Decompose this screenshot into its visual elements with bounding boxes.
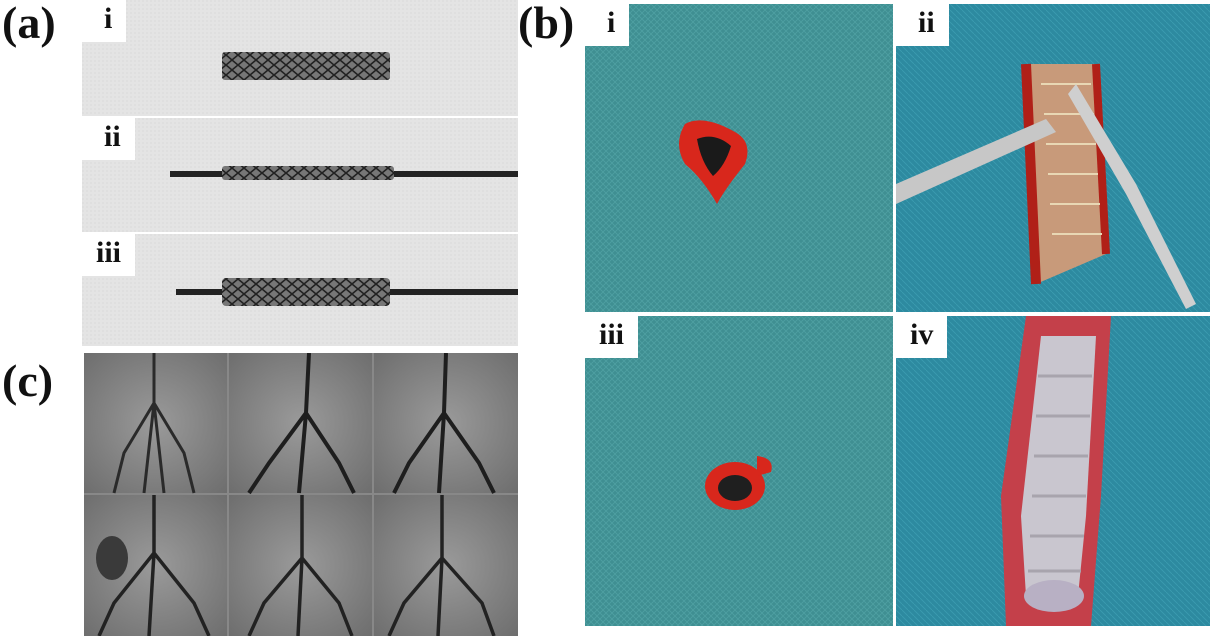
vessel-cross-section-icon: [585, 4, 893, 312]
panel-c-letter: (c): [2, 355, 54, 406]
angiogram-tile-1: [84, 353, 227, 494]
panel-a-i-label: i: [82, 0, 127, 42]
vessel-ring-icon: [585, 316, 893, 626]
panel-b-iii-label: iii: [585, 316, 639, 358]
panel-a-i-photo: i: [82, 0, 518, 116]
angiography-tiles: [84, 353, 518, 636]
panel-b-ii-photo: ii: [896, 4, 1210, 312]
panel-c-grid: [84, 353, 518, 636]
opened-vessel-forceps-icon: [896, 4, 1210, 312]
panel-b-iv-photo: iv: [896, 316, 1210, 626]
panel-a-ii-photo: ii: [82, 118, 518, 232]
angiogram-tile-2: [229, 353, 372, 495]
angiogram-tile-6: [374, 495, 518, 636]
panel-a-ii-label: ii: [82, 118, 135, 160]
panel-a-iii-label: iii: [82, 234, 136, 276]
panel-b-iv-label: iv: [896, 316, 948, 358]
panel-b-ii-label: ii: [896, 4, 949, 46]
panel-b-iii-photo: iii: [585, 316, 893, 626]
crimped-stent-icon: [82, 118, 518, 232]
expanded-stent-icon: [82, 234, 518, 346]
panel-a-letter: (a): [2, 0, 56, 48]
angiogram-tile-5: [229, 495, 372, 636]
panel-b-i-photo: i: [585, 4, 893, 312]
bare-stent-icon: [82, 0, 518, 116]
panel-b-letter: (b): [518, 0, 575, 48]
angiogram-tile-4: [84, 495, 227, 636]
panel-a-iii-photo: iii: [82, 234, 518, 346]
angiogram-tile-3: [374, 353, 518, 494]
longitudinal-vessel-icon: [896, 316, 1210, 626]
panel-b-i-label: i: [585, 4, 630, 46]
